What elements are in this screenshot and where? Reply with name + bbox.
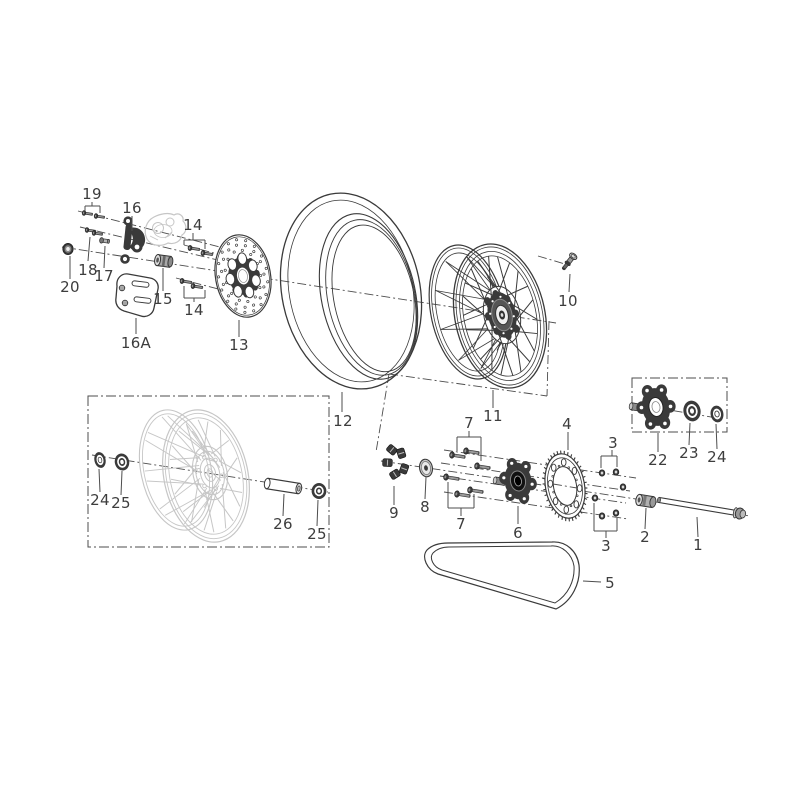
part-label-25b: 25 xyxy=(307,525,327,543)
spacer-15 xyxy=(154,254,174,268)
part-label-18: 18 xyxy=(78,261,98,279)
spacer-2 xyxy=(635,493,657,509)
part-label-4: 4 xyxy=(562,415,572,433)
part-label-3b: 3 xyxy=(601,537,611,555)
part-label-1: 1 xyxy=(693,536,703,554)
seal-24-right xyxy=(710,405,724,423)
part-label-24a: 24 xyxy=(707,448,727,466)
bearing-25-right xyxy=(311,483,327,499)
caliper-bracket-16 xyxy=(120,216,146,264)
part-label-16a: 16A xyxy=(120,334,152,352)
part-label-13: 13 xyxy=(229,336,249,354)
part-label-7a: 7 xyxy=(464,414,474,432)
part-label-17: 17 xyxy=(94,267,114,285)
bolts-18 xyxy=(84,227,104,236)
part-label-3a: 3 xyxy=(608,434,618,452)
reference-box-left xyxy=(87,395,330,548)
seal-24-left xyxy=(94,452,106,468)
bolts-19 xyxy=(81,210,106,219)
part-label-15: 15 xyxy=(153,290,173,308)
axle-1 xyxy=(657,496,747,520)
ghost-caliper xyxy=(144,212,187,246)
tire-12 xyxy=(279,192,423,390)
part-label-25a: 25 xyxy=(111,494,131,512)
part-label-6: 6 xyxy=(513,524,523,542)
part-label-10: 10 xyxy=(558,292,578,310)
nuts-3 xyxy=(591,468,627,520)
part-label-9: 9 xyxy=(389,504,399,522)
bolts-14 xyxy=(179,245,214,289)
part-label-16: 16 xyxy=(122,199,142,217)
nut-20 xyxy=(62,243,74,255)
bracket-plate-16a xyxy=(115,273,159,318)
brake-disc-13 xyxy=(214,234,272,318)
part-label-19: 19 xyxy=(82,185,102,203)
part-label-14a: 14 xyxy=(183,216,203,234)
part-label-12: 12 xyxy=(333,412,353,430)
part-label-26: 26 xyxy=(273,515,293,533)
valve-10 xyxy=(561,252,578,271)
spacer-tube-26 xyxy=(263,477,303,495)
bearing-25-left xyxy=(114,453,130,471)
part-label-7b: 7 xyxy=(456,515,466,533)
pin-17 xyxy=(99,237,110,244)
part-label-8: 8 xyxy=(420,498,430,516)
part-label-5: 5 xyxy=(605,574,615,592)
part-label-20: 20 xyxy=(60,278,80,296)
washer-8 xyxy=(418,458,434,478)
part-label-23: 23 xyxy=(679,444,699,462)
part-label-24b: 24 xyxy=(90,491,110,509)
part-label-2: 2 xyxy=(640,528,650,546)
wheel-11 xyxy=(428,243,548,389)
bolts-7 xyxy=(443,447,491,498)
sprocket-carrier-6 xyxy=(492,458,537,504)
part-label-14b: 14 xyxy=(184,301,204,319)
centerlines-over xyxy=(552,483,578,489)
leader-lines xyxy=(69,202,718,583)
cush-drive-9 xyxy=(382,444,410,480)
part-label-11: 11 xyxy=(483,407,503,425)
hub-carrier-22 xyxy=(628,384,676,430)
part-label-22: 22 xyxy=(648,451,668,469)
bearing-23 xyxy=(683,400,701,422)
chain-5 xyxy=(424,541,580,610)
ghost-wheel xyxy=(138,409,250,543)
